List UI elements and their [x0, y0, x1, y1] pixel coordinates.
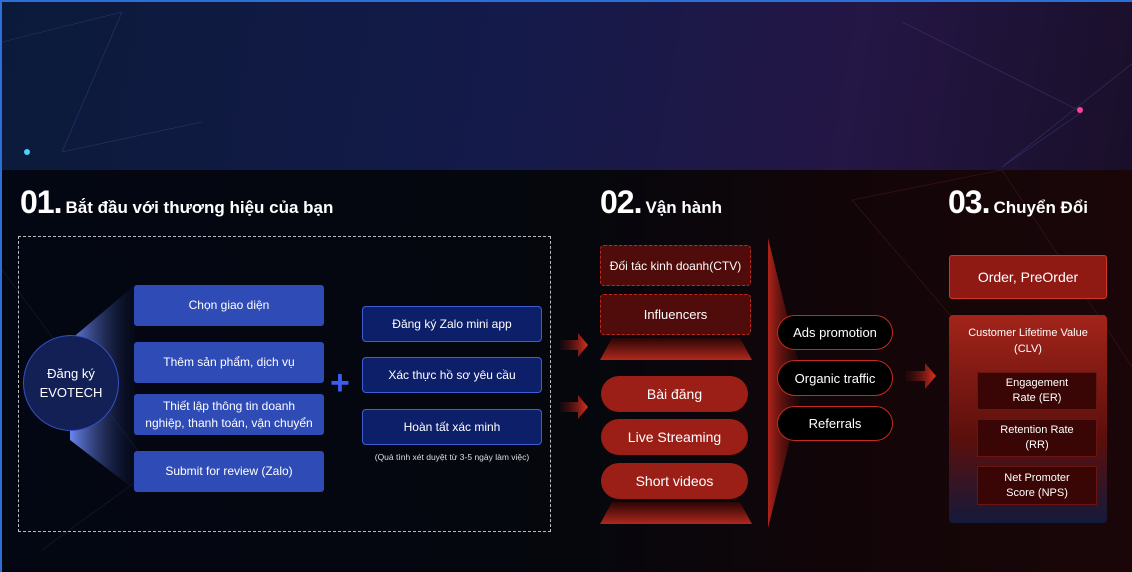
content-posts: Bài đăng	[601, 376, 748, 412]
step-add-products: Thêm sản phẩm, dịch vụ	[134, 342, 324, 383]
metric-engagement: Engagement Rate (ER)	[977, 372, 1097, 410]
partner-influencers: Influencers	[600, 294, 751, 335]
network-background	[2, 11, 1132, 168]
circle-line2: EVOTECH	[39, 385, 103, 400]
arrow-right-icon	[906, 363, 936, 389]
step-setup-business: Thiết lập thông tin doanh nghiệp, thanh …	[134, 394, 324, 435]
section3-number: 03.	[948, 184, 990, 220]
order-preorder-box: Order, PreOrder	[949, 255, 1107, 299]
section3-title: Chuyển Đổi	[993, 198, 1088, 217]
content-live: Live Streaming	[601, 419, 748, 455]
partner-ctv: Đối tác kinh doanh(CTV)	[600, 245, 751, 286]
zalo-register: Đăng ký Zalo mini app	[362, 306, 542, 342]
section2-heading: 02. Vận hành	[600, 184, 722, 221]
metric-retention: Retention Rate (RR)	[977, 419, 1097, 457]
register-evotech-circle: Đăng ký EVOTECH	[23, 335, 119, 431]
zalo-complete: Hoàn tất xác minh	[362, 409, 542, 445]
section1-frame	[18, 236, 551, 532]
section2-title: Vận hành	[645, 198, 722, 217]
arrow-icons	[560, 333, 588, 419]
channel-organic: Organic traffic	[777, 360, 893, 396]
channel-referrals: Referrals	[777, 406, 893, 441]
arrow-right-icon	[560, 395, 588, 419]
stage-bases	[600, 338, 752, 524]
plus-icon: +	[330, 364, 350, 402]
step-choose-theme: Chọn giao diện	[134, 285, 324, 326]
section2-number: 02.	[600, 184, 642, 220]
metric-nps: Net Promoter Score (NPS)	[977, 466, 1097, 505]
clv-title: Customer Lifetime Value (CLV)	[968, 327, 1088, 355]
review-note: (Quá tình xét duyệt từ 3-5 ngày làm việc…	[374, 452, 530, 462]
header-banner	[0, 0, 1132, 170]
arrow-right-icon	[560, 333, 588, 357]
step-submit-review: Submit for review (Zalo)	[134, 451, 324, 492]
channel-ads: Ads promotion	[777, 315, 893, 350]
section1-number: 01.	[20, 184, 62, 220]
content-short-videos: Short videos	[601, 463, 748, 499]
circle-line1: Đăng ký	[47, 366, 95, 381]
section1-title: Bắt đầu với thương hiệu của bạn	[65, 198, 334, 217]
zalo-verify: Xác thực hồ sơ yêu cầu	[362, 357, 542, 393]
section3-heading: 03. Chuyển Đổi	[948, 184, 1088, 221]
section1-heading: 01. Bắt đầu với thương hiệu của bạn	[20, 184, 333, 221]
